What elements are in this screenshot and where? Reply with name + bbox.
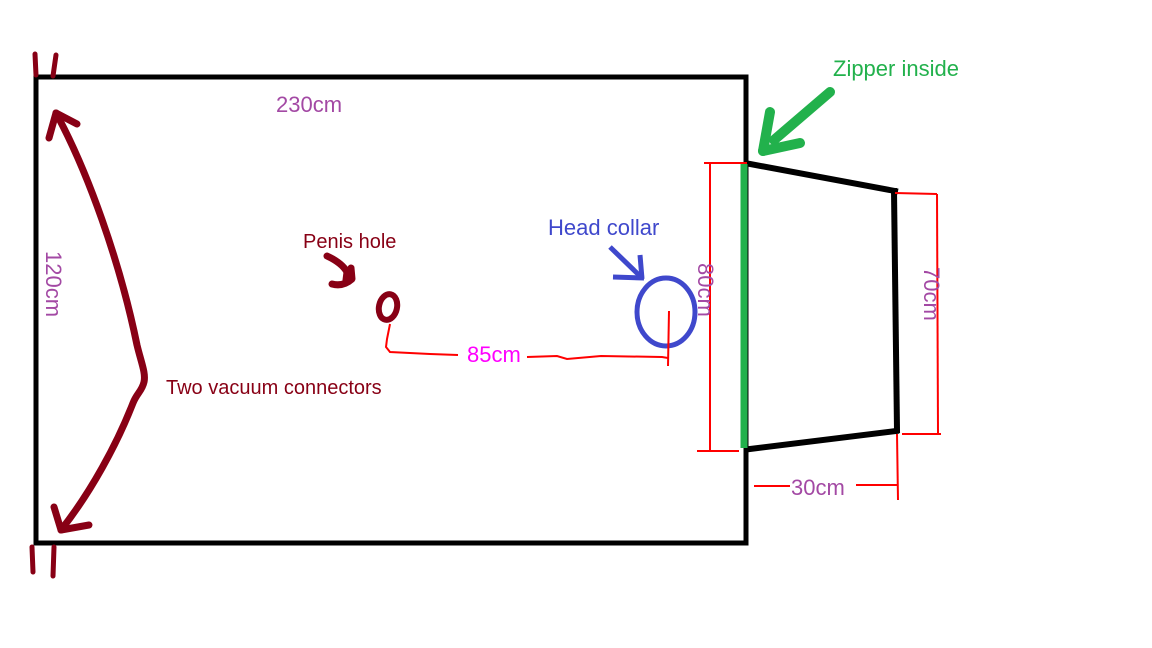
corner-tick-marks	[29, 51, 59, 579]
vacuum-connectors-arrow	[45, 109, 148, 534]
head-collar-arrow	[608, 245, 645, 281]
hood-outer-height-label: 70cm	[919, 267, 945, 321]
distance-85cm-label: 85cm	[467, 342, 521, 367]
hood-inner-height-label: 80cm	[693, 263, 719, 317]
sheet-width-label: 230cm	[276, 92, 343, 117]
penis-hole-label: Penis hole	[303, 231, 397, 253]
vacuum-connectors-label: Two vacuum connectors	[166, 377, 382, 399]
hood-outline	[746, 160, 901, 453]
penis-hole-shape	[375, 291, 401, 323]
dimension-lines	[384, 162, 941, 501]
hood-depth-label: 30cm	[791, 475, 845, 500]
head-collar-label: Head collar	[548, 215, 660, 240]
sheet-height-label: 120cm	[41, 251, 67, 318]
zipper-arrow	[758, 87, 835, 156]
zipper-inside-label: Zipper inside	[833, 56, 959, 81]
head-collar-circle	[634, 275, 698, 349]
penis-hole-arrow	[323, 252, 356, 289]
